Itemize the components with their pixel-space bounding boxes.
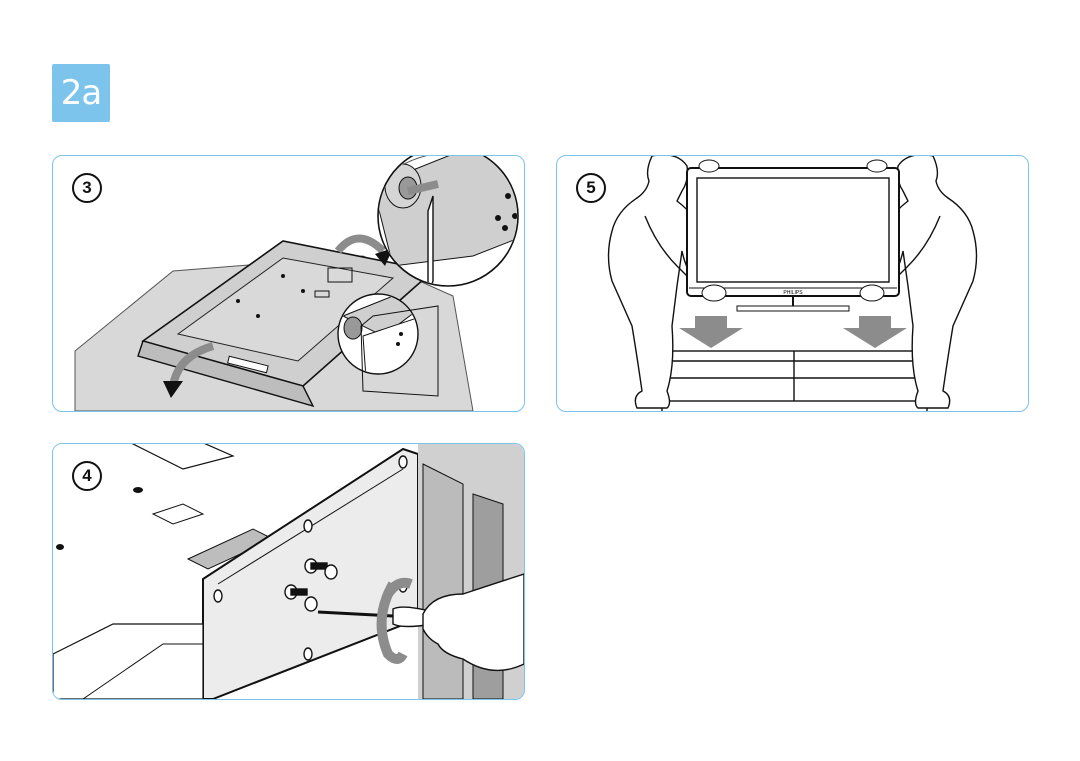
tv-cabinet — [654, 350, 934, 411]
screws — [284, 558, 338, 612]
step-4-illustration — [53, 444, 524, 699]
step-number-5: 5 — [576, 173, 606, 203]
step-5-panel: 5 PHILIPS — [556, 155, 1029, 412]
step-3-panel: 3 — [52, 155, 525, 412]
flat-tv: PHILIPS — [686, 167, 900, 312]
hand — [422, 573, 524, 672]
step-number-3: 3 — [72, 173, 102, 203]
stand-base — [137, 340, 315, 408]
step-number-4: 4 — [72, 461, 102, 491]
rotate-arrow-top — [334, 234, 386, 254]
down-arrow-right — [843, 316, 907, 348]
down-arrow-left — [679, 316, 743, 348]
step-3-illustration — [74, 156, 519, 411]
section-badge: 2a — [52, 64, 110, 122]
rotation-arrow — [376, 581, 408, 664]
tv-brand-label: PHILIPS — [783, 290, 803, 296]
step-5-illustration: PHILIPS — [607, 156, 978, 411]
step-4-panel: 4 — [52, 443, 525, 700]
